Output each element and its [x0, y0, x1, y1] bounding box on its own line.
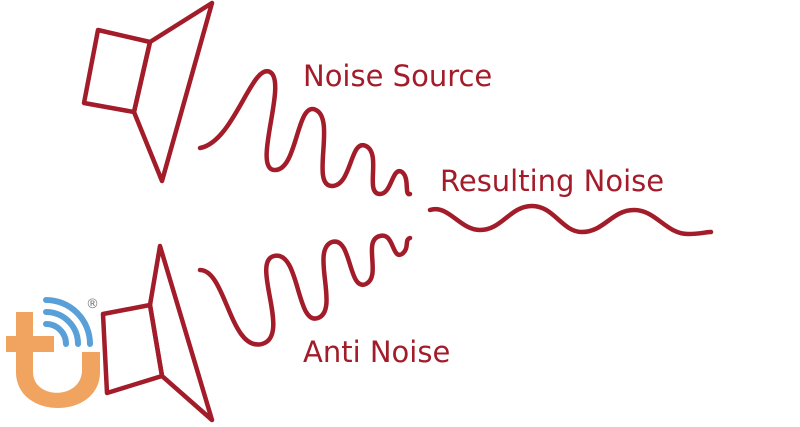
logo-registered-mark: ®: [86, 297, 99, 312]
logo-signal-arc-medium-icon: [43, 309, 81, 347]
logo-letter-t-icon: [16, 312, 100, 408]
brand-logo-icon: ®: [6, 297, 100, 408]
logo-signal-arc-small-icon: [43, 321, 69, 347]
speaker-top-magnet: [81, 27, 153, 115]
speaker-bottom-cone: [147, 243, 215, 423]
logo-signal-arc-large-icon: [43, 297, 93, 347]
logo-letter-t-bar-icon: [6, 336, 54, 352]
label-resulting-noise: Resulting Noise: [440, 164, 665, 198]
speaker-top-cone: [131, 0, 215, 184]
anti-noise-wave: [197, 233, 413, 347]
speaker-icon-noise-source: [81, 0, 215, 184]
noise-source-wave: [197, 69, 413, 197]
speaker-icon-anti-noise: [100, 243, 215, 423]
label-anti-noise: Anti Noise: [303, 335, 451, 369]
label-noise-source: Noise Source: [303, 59, 493, 93]
resulting-noise-wave: [427, 203, 714, 237]
